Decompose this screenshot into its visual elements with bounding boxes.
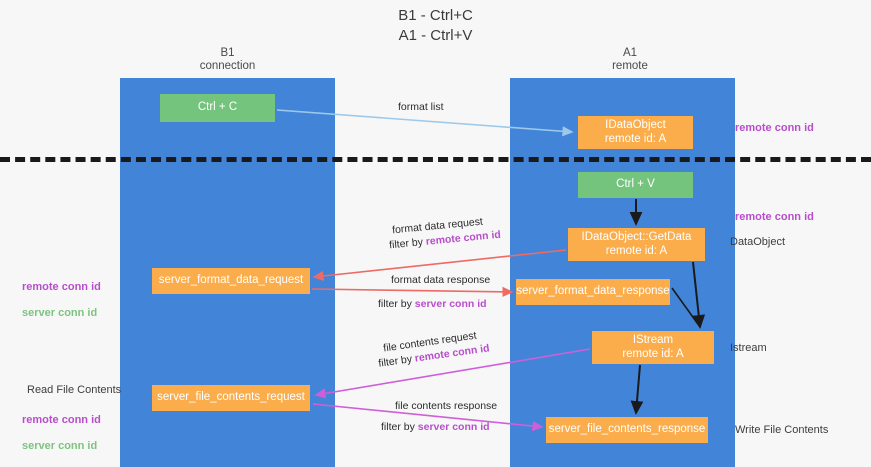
filter-by-text-1: filter by [388,235,427,252]
phase-divider [0,157,871,162]
box-server-format-data-response[interactable]: server_format_data_response [516,279,670,305]
note-remote-conn-id-left-upper: remote conn id [22,281,101,293]
note-istream: Istream [730,342,767,354]
note-remote-conn-id-left-lower: remote conn id [22,414,101,426]
lane-header-a1: A1 remote [612,47,648,72]
note-remote-conn-id-mid: remote conn id [735,211,814,223]
note-dataobject: DataObject [730,236,786,248]
note-read-file-contents: Read File Contents [27,384,122,396]
filter-by-text-4: filter by [381,421,418,433]
lane-header-b1: B1 connection [199,47,256,72]
arrow-label-filter-server-conn-id-1: filter by server conn id [378,298,487,311]
box-ctrl-v[interactable]: Ctrl + V [578,172,693,198]
filter-key-server-conn-id-2: server conn id [417,421,490,433]
filter-by-text-2: filter by [378,298,415,310]
note-left-conn-ids-upper: remote conn id server conn id [22,268,101,320]
note-remote-conn-id-top: remote conn id [735,122,814,134]
arrow-label-format-list: format list [398,101,444,113]
box-idataobject[interactable]: IDataObject remote id: A [578,116,693,149]
box-ctrl-c[interactable]: Ctrl + C [160,94,275,122]
box-istream[interactable]: IStream remote id: A [592,331,714,364]
note-write-file-contents: Write File Contents [735,424,829,436]
arrow-label-file-contents-response: file contents response [395,400,498,412]
box-server-file-contents-response[interactable]: server_file_contents_response [546,417,708,443]
box-idataobject-getdata[interactable]: IDataObject::GetData remote id: A [568,228,705,261]
note-server-conn-id-left-upper: server conn id [22,307,98,319]
page-title: B1 - Ctrl+C A1 - Ctrl+V [398,7,473,44]
box-server-format-data-request[interactable]: server_format_data_request [152,268,310,294]
note-left-conn-ids-lower: remote conn id server conn id [22,401,101,453]
box-server-file-contents-request[interactable]: server_file_contents_request [152,385,310,411]
filter-key-server-conn-id-1: server conn id [414,298,487,310]
arrow-label-format-data-response: format data response [391,274,491,286]
arrow-label-filter-server-conn-id-2: filter by server conn id [381,421,490,434]
note-server-conn-id-left-lower: server conn id [22,440,98,452]
